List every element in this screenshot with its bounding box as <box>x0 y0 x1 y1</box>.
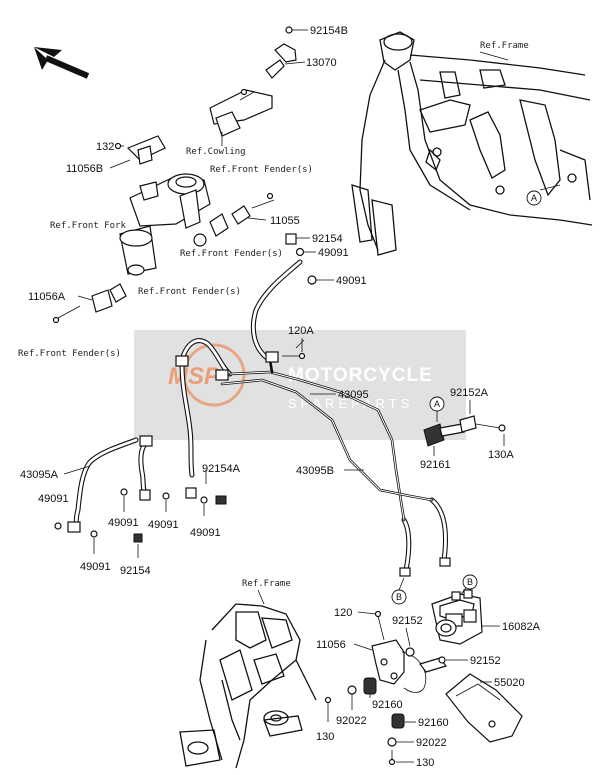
marker-a-top <box>526 190 542 206</box>
part-92154-bottom: 92154 <box>120 565 151 577</box>
part-13070: 13070 <box>306 57 337 69</box>
frame-illustration-bottom <box>179 603 317 769</box>
union-fittings <box>175 351 451 577</box>
sensor-assembly <box>423 415 506 447</box>
ref-front-fender-2: Ref.Front Fender(s) <box>180 249 283 259</box>
part-55020: 55020 <box>494 677 525 689</box>
part-132: 132 <box>96 141 114 153</box>
part-120: 120 <box>334 607 352 619</box>
part-43095A: 43095A <box>20 469 59 481</box>
part-92154B: 92154B <box>310 25 348 37</box>
ref-front-fork-text: Ref.Front Fork <box>50 221 126 231</box>
part-92152-a: 92152 <box>392 615 423 627</box>
part-49091-c: 49091 <box>38 493 69 505</box>
part-43095B: 43095B <box>296 465 334 477</box>
part-49091-e: 49091 <box>148 519 179 531</box>
watermark-line2: SPAREPARTS <box>288 396 413 411</box>
part-92160-a: 92160 <box>372 699 403 711</box>
part-120A: 120A <box>288 325 314 337</box>
part-49091-g: 49091 <box>80 561 111 573</box>
ref-frame-top-label: Ref.Frame <box>480 41 529 51</box>
part-16082A: 16082A <box>502 621 541 633</box>
ref-cowling-label: Ref.Cowling <box>186 147 246 157</box>
frame-illustration-top <box>351 31 593 256</box>
part-92152-b: 92152 <box>470 655 501 667</box>
front-fork-illustration <box>52 135 275 324</box>
part-92160-b: 92160 <box>418 717 449 729</box>
cowling-bracket-parts <box>209 26 297 137</box>
part-49091-f: 49091 <box>190 527 221 539</box>
ref-front-fender-1: Ref.Front Fender(s) <box>210 165 313 175</box>
part-92022-a: 92022 <box>336 715 367 727</box>
part-92022-b: 92022 <box>416 737 447 749</box>
marker-b-right-label: B <box>467 577 473 587</box>
front-direction-arrow-icon <box>34 47 90 79</box>
lower-left-fittings <box>54 435 227 543</box>
part-11056A: 11056A <box>28 291 66 303</box>
marker-a-mid-label: A <box>434 399 440 409</box>
part-49091-b: 49091 <box>336 275 367 287</box>
upper-union-fittings <box>285 233 317 285</box>
ref-front-fender-3: Ref.Front Fender(s) <box>138 287 241 297</box>
abs-hydraulic-unit <box>431 589 483 645</box>
marker-b-right <box>462 574 478 590</box>
marker-a-top-label: A <box>531 193 537 203</box>
ref-front-fork-label: Ref.Front Fork <box>50 221 126 231</box>
watermark-line1: MOTORCYCLE <box>288 365 433 386</box>
part-130A: 130A <box>488 449 514 461</box>
marker-b-left-label: B <box>396 592 402 602</box>
part-49091-d: 49091 <box>108 517 139 529</box>
part-11056B: 11056B <box>66 163 103 175</box>
part-92152A: 92152A <box>450 387 489 399</box>
ref-front-fender-4: Ref.Front Fender(s) <box>18 349 121 359</box>
part-92154-top: 92154 <box>312 233 343 245</box>
part-11055: 11055 <box>270 215 300 227</box>
ref-frame-bottom-label: Ref.Frame <box>242 579 291 589</box>
watermark-logo: MSP <box>168 363 221 390</box>
part-92161: 92161 <box>420 459 451 471</box>
part-130-a: 130 <box>316 731 334 743</box>
part-49091-a: 49091 <box>318 247 349 259</box>
abs-cover <box>445 673 523 743</box>
brake-pipes <box>220 358 434 522</box>
part-43095: 43095 <box>338 389 369 401</box>
part-92154A: 92154A <box>202 463 241 475</box>
part-130-b: 130 <box>416 757 434 769</box>
abs-bracket <box>371 610 447 693</box>
part-11056: 11056 <box>316 639 346 651</box>
